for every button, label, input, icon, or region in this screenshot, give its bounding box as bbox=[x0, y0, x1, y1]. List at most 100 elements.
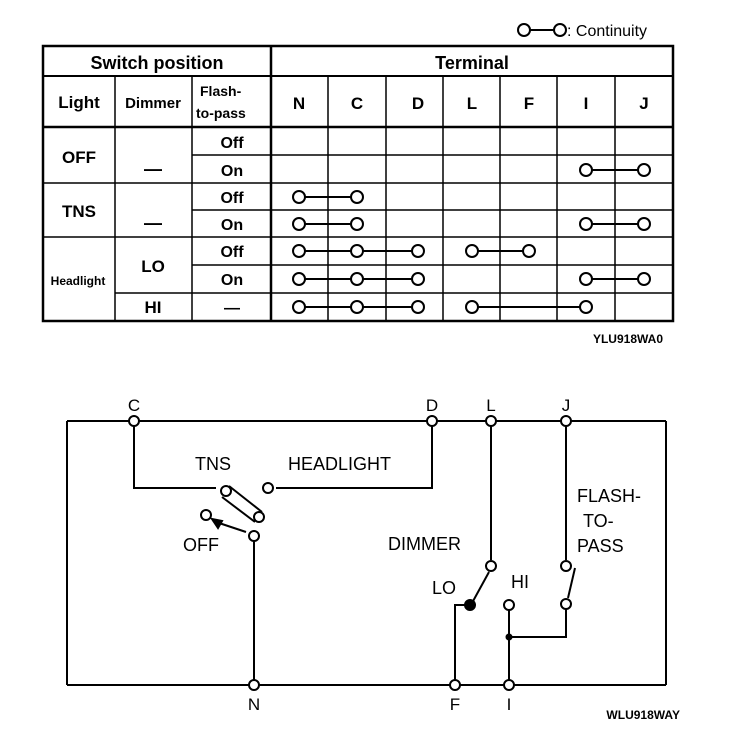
dimmer-cell: HI bbox=[145, 298, 162, 317]
continuity-point bbox=[637, 217, 651, 231]
continuity-point bbox=[465, 300, 479, 314]
continuity-point bbox=[465, 244, 479, 258]
flash-cell: Off bbox=[220, 190, 244, 207]
terminal-d-label: D bbox=[426, 396, 438, 415]
light-off-cell: OFF bbox=[62, 148, 96, 167]
wire-flash-to-i bbox=[509, 609, 567, 638]
light-headlight-cell: Headlight bbox=[51, 274, 106, 288]
continuity-point bbox=[579, 217, 593, 231]
continuity-marks bbox=[292, 163, 651, 314]
continuity-point bbox=[637, 272, 651, 286]
legend-circle-left bbox=[517, 23, 531, 37]
headlight-contact bbox=[262, 482, 274, 494]
dimmer-hi-contact bbox=[503, 599, 515, 611]
terminal-col-header-n: N bbox=[293, 94, 305, 113]
flash-label-line3: PASS bbox=[577, 536, 624, 556]
terminal-nodes bbox=[128, 415, 572, 691]
continuity-point bbox=[411, 272, 425, 286]
off-arrow-head bbox=[209, 517, 224, 530]
continuity-point bbox=[350, 272, 364, 286]
switch-pivot bbox=[248, 530, 260, 542]
dimmer-contact bbox=[485, 560, 497, 572]
table-body: OFF TNS Headlight — — LO HI OffOnOffOnOf… bbox=[51, 135, 664, 346]
continuity-point bbox=[637, 163, 651, 177]
flash-label-line1: FLASH- bbox=[577, 486, 641, 506]
terminal-l-node bbox=[485, 415, 497, 427]
terminal-l-label: L bbox=[486, 396, 495, 415]
flash-header-line1: Flash- bbox=[200, 83, 242, 99]
continuity-point bbox=[292, 244, 306, 258]
dimmer-label: DIMMER bbox=[388, 534, 461, 554]
terminal-col-header-l: L bbox=[467, 94, 477, 113]
continuity-point bbox=[522, 244, 536, 258]
off-label: OFF bbox=[183, 535, 219, 555]
continuity-point bbox=[292, 300, 306, 314]
continuity-point bbox=[579, 272, 593, 286]
terminal-header: Terminal bbox=[435, 53, 509, 73]
flash-cell: On bbox=[221, 272, 243, 289]
continuity-point bbox=[411, 300, 425, 314]
dimmer-cell: LO bbox=[141, 257, 165, 276]
headlight-label: HEADLIGHT bbox=[288, 454, 391, 474]
continuity-point bbox=[292, 272, 306, 286]
continuity-point bbox=[292, 190, 306, 204]
table-headers: Switch position Terminal Light Dimmer Fl… bbox=[58, 53, 649, 121]
terminal-i-node bbox=[503, 679, 515, 691]
flash-header-line2: to-pass bbox=[196, 105, 246, 121]
light-header: Light bbox=[58, 93, 100, 112]
continuity-point bbox=[350, 217, 364, 231]
lo-label: LO bbox=[432, 578, 456, 598]
light-tns-cell: TNS bbox=[62, 202, 96, 221]
continuity-legend: : Continuity bbox=[517, 23, 647, 40]
legend-circle-right bbox=[553, 23, 567, 37]
dimmer-arm bbox=[471, 571, 490, 604]
switch-contact bbox=[220, 485, 232, 497]
continuity-point bbox=[579, 163, 593, 177]
diagram-labels: C D L J N F I TNS HEADLIGHT OFF DIMMER L… bbox=[128, 396, 680, 722]
off-contact bbox=[200, 509, 212, 521]
terminal-f-node bbox=[449, 679, 461, 691]
terminal-f-label: F bbox=[450, 695, 460, 714]
hi-label: HI bbox=[511, 572, 529, 592]
flash-cell: — bbox=[224, 300, 240, 317]
dimmer-header: Dimmer bbox=[125, 95, 181, 112]
terminal-col-header-f: F bbox=[524, 94, 534, 113]
switch-position-header: Switch position bbox=[91, 53, 224, 73]
flash-cell: On bbox=[221, 217, 243, 234]
flash-label-line2: TO- bbox=[583, 511, 614, 531]
terminal-n-node bbox=[248, 679, 260, 691]
flash-cell: Off bbox=[220, 135, 244, 152]
wire-c-loop bbox=[133, 421, 216, 489]
switch-blade-lower bbox=[221, 496, 256, 523]
table-figure-code: YLU918WA0 bbox=[593, 332, 663, 346]
continuity-point bbox=[350, 190, 364, 204]
terminal-d-node bbox=[426, 415, 438, 427]
tns-label: TNS bbox=[195, 454, 231, 474]
continuity-point bbox=[350, 300, 364, 314]
switch-blade-upper bbox=[228, 485, 263, 513]
continuity-point bbox=[579, 300, 593, 314]
terminal-col-header-c: C bbox=[351, 94, 363, 113]
dimmer-cell: — bbox=[144, 213, 162, 233]
continuity-point bbox=[411, 244, 425, 258]
flash-cell: On bbox=[221, 163, 243, 180]
dimmer-cell: — bbox=[144, 159, 162, 179]
wire-d-loop bbox=[276, 421, 433, 489]
continuity-table bbox=[41, 44, 675, 323]
terminal-col-header-d: D bbox=[412, 94, 424, 113]
junction-dot bbox=[505, 633, 513, 641]
legend-text: : Continuity bbox=[567, 23, 647, 40]
flash-contact bbox=[560, 598, 572, 610]
terminal-j-label: J bbox=[562, 396, 571, 415]
wire-lo-to-f bbox=[454, 604, 470, 685]
terminal-n-label: N bbox=[248, 695, 260, 714]
terminal-col-header-j: J bbox=[639, 94, 648, 113]
terminal-j-node bbox=[560, 415, 572, 427]
flash-arm bbox=[567, 567, 576, 599]
terminal-col-header-i: I bbox=[584, 94, 589, 113]
terminal-c-node bbox=[128, 415, 140, 427]
switch-contact bbox=[253, 511, 265, 523]
